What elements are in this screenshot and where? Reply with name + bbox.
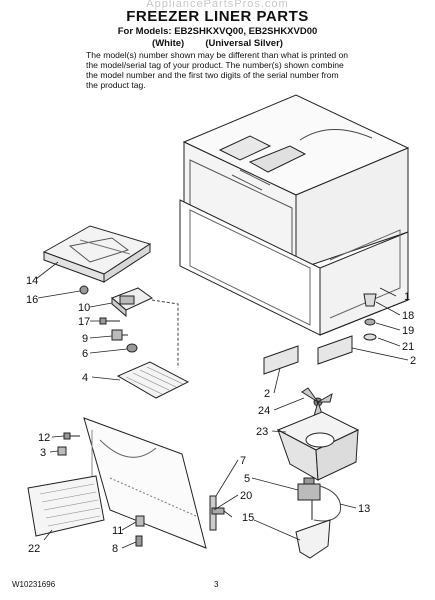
part-9-socket — [111, 329, 128, 341]
callout-16: 16 — [26, 294, 38, 306]
page-number: 3 — [214, 580, 219, 589]
part-4-light-shield — [116, 361, 190, 399]
part-22-grille — [27, 475, 105, 537]
part-17-screw — [99, 317, 120, 325]
callout-3: 3 — [40, 447, 46, 459]
callout-11: 11 — [112, 525, 123, 537]
document-number: W10231696 — [12, 580, 56, 589]
callout-13: 13 — [358, 503, 370, 515]
part-13-wire — [313, 485, 342, 522]
callout-12: 12 — [38, 432, 50, 444]
part-14-tray — [42, 225, 152, 283]
callout-14: 14 — [26, 275, 38, 287]
callout-17: 17 — [78, 316, 90, 328]
callout-18: 18 — [402, 310, 414, 322]
color-variants: (White) (Universal Silver) — [152, 38, 283, 49]
part-3-clip — [57, 446, 67, 456]
callout-22: 22 — [28, 543, 40, 555]
callout-5: 5 — [244, 473, 250, 485]
callout-2-left: 2 — [264, 388, 270, 400]
part-5-motor — [297, 477, 321, 520]
callout-9: 9 — [82, 333, 88, 345]
part-2-pad-left — [263, 345, 299, 375]
part-15-bracket — [295, 519, 331, 559]
part-16-knob — [79, 285, 89, 295]
freezer-liner — [179, 94, 410, 336]
part-10-housing — [111, 287, 153, 318]
callout-10: 10 — [78, 302, 90, 314]
callout-19: 19 — [402, 325, 414, 337]
part-8-screw — [135, 535, 143, 547]
callout-6: 6 — [82, 348, 88, 360]
part-19-ring — [364, 318, 376, 326]
part-11-spacer — [135, 515, 145, 527]
part-2-pad-right — [317, 335, 353, 365]
callout-21: 21 — [402, 341, 414, 353]
callout-24: 24 — [258, 405, 270, 417]
part-6-bulb — [126, 343, 138, 353]
callout-8: 8 — [112, 543, 118, 555]
page-title: FREEZER LINER PARTS — [126, 8, 309, 25]
model-numbers: For Models: EB2SHKXVQ00, EB2SHKXVD00 — [117, 26, 318, 37]
model-note: The model(s) number shown may be differe… — [86, 50, 349, 90]
watermark: AppliancePartsPros.com — [146, 0, 289, 10]
callout-2-right: 2 — [410, 355, 416, 367]
part-21-washer — [363, 333, 377, 341]
part-18-damper — [363, 293, 377, 307]
part-12-screw — [63, 432, 80, 440]
part-24-fan-blade — [301, 387, 333, 417]
part-23-fan-housing — [276, 411, 360, 481]
part-11-rear-panel — [83, 417, 207, 549]
callout-23: 23 — [256, 426, 268, 438]
callout-1: 1 — [404, 291, 410, 303]
callout-7: 7 — [240, 455, 246, 467]
callout-15: 15 — [242, 512, 254, 524]
callout-4: 4 — [82, 372, 88, 384]
part-20-connector — [211, 507, 225, 515]
callout-20: 20 — [240, 490, 252, 502]
